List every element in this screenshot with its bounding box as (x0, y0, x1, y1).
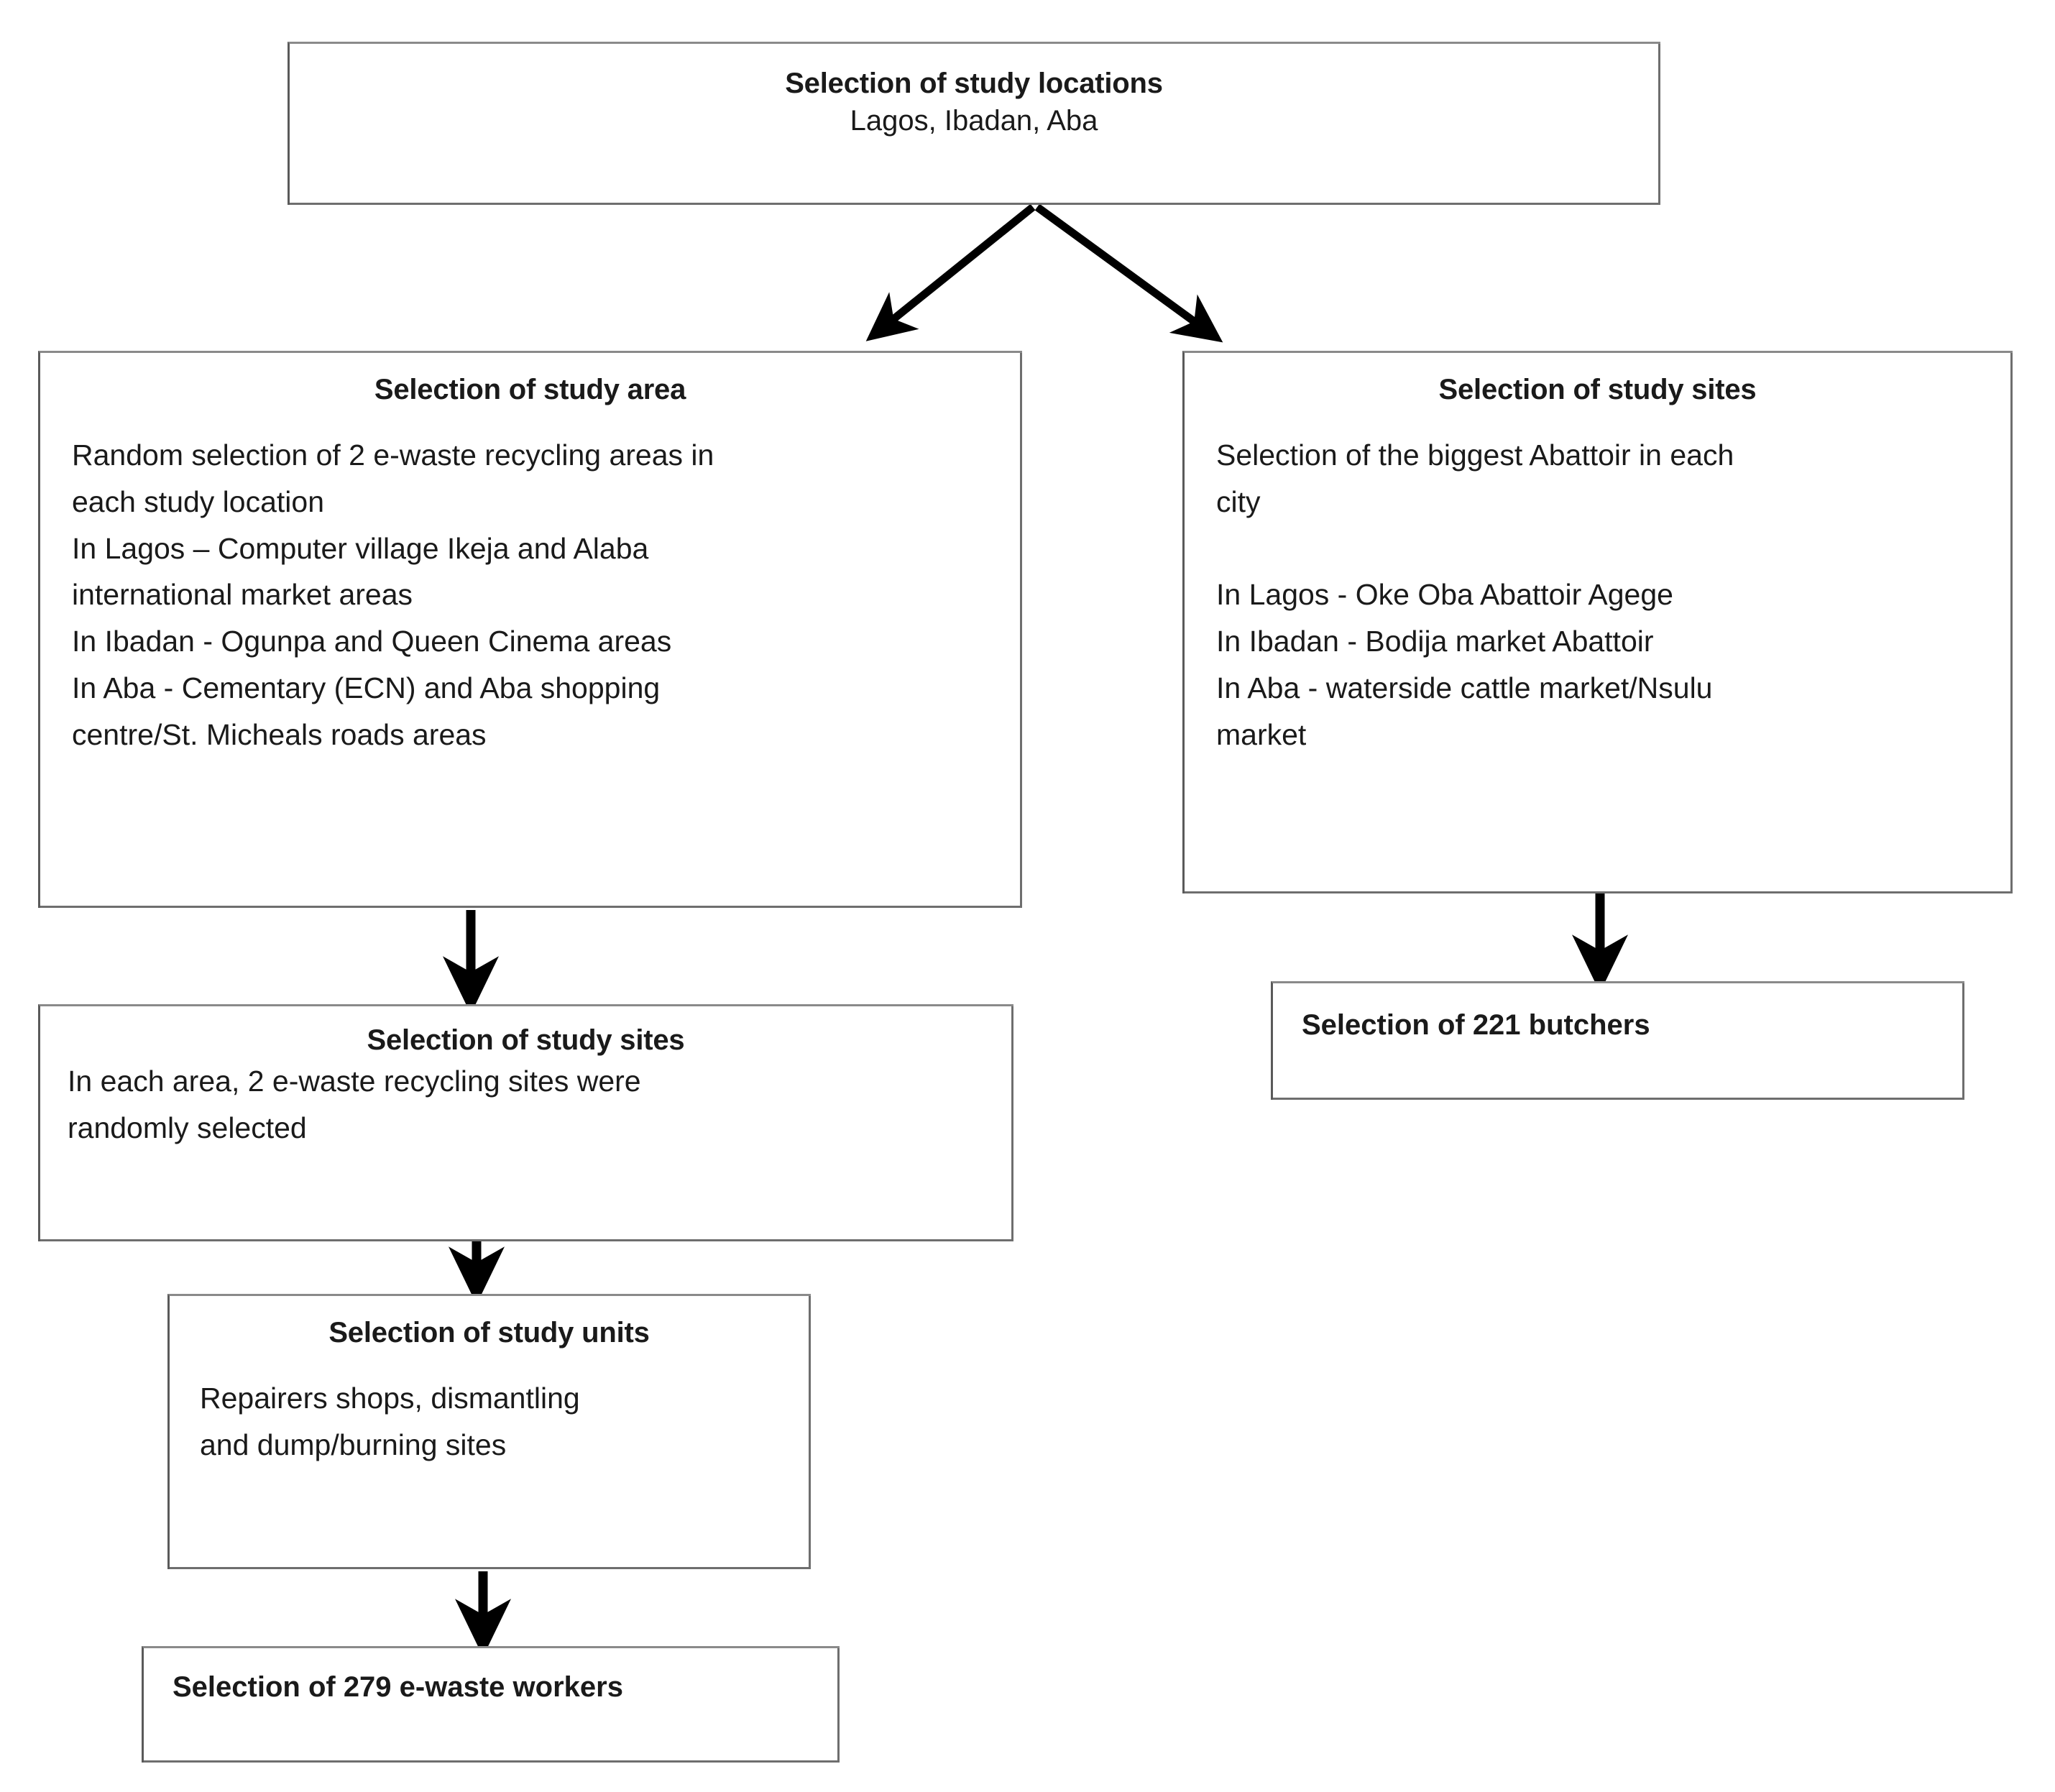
node-study-sites-right-line-2 (1216, 525, 1979, 572)
node-study-sites-right-line-5: In Aba - waterside cattle market/Nsulu (1216, 671, 1713, 704)
node-study-sites-right[interactable]: Selection of study sites Selection of th… (1182, 351, 2013, 893)
node-study-locations-title: Selection of study locations (785, 68, 1163, 99)
node-study-sites-right-line-1: city (1216, 484, 1261, 518)
node-study-area-title: Selection of study area (374, 374, 686, 405)
node-study-sites-right-line-0: Selection of the biggest Abattoir in eac… (1216, 438, 1734, 472)
node-study-units[interactable]: Selection of study units Repairers shops… (167, 1294, 811, 1569)
node-study-sites-right-body: Selection of the biggest Abattoir in eac… (1216, 408, 1979, 758)
node-study-area-line-6: centre/St. Micheals roads areas (72, 717, 487, 751)
node-study-units-title: Selection of study units (328, 1317, 650, 1348)
node-study-sites-left[interactable]: Selection of study sites In each area, 2… (38, 1004, 1013, 1241)
node-study-sites-right-title: Selection of study sites (1438, 374, 1757, 405)
node-study-sites-right-line-6: market (1216, 717, 1307, 751)
node-study-area-line-0: Random selection of 2 e-waste recycling … (72, 438, 714, 472)
node-study-sites-left-line-0: In each area, 2 e-waste recycling sites … (68, 1065, 641, 1098)
node-butchers-label: Selection of 221 butchers (1302, 1009, 1650, 1041)
node-study-area[interactable]: Selection of study area Random selection… (38, 351, 1022, 908)
node-study-locations-subtitle: Lagos, Ibadan, Aba (850, 105, 1098, 137)
node-study-area-line-2: In Lagos – Computer village Ikeja and Al… (72, 531, 649, 565)
node-study-area-body: Random selection of 2 e-waste recycling … (72, 408, 988, 758)
node-study-sites-left-title: Selection of study sites (367, 1024, 685, 1056)
node-study-units-body: Repairers shops, dismantling and dump/bu… (200, 1351, 778, 1469)
node-workers-label: Selection of 279 e-waste workers (173, 1671, 623, 1703)
node-workers[interactable]: Selection of 279 e-waste workers (142, 1646, 840, 1763)
node-study-sites-right-line-4: In Ibadan - Bodija market Abattoir (1216, 625, 1654, 658)
node-study-sites-left-body: In each area, 2 e-waste recycling sites … (68, 1058, 984, 1152)
arrow-locations-to-study-area (865, 203, 1036, 341)
node-study-units-line-1: and dump/burning sites (200, 1428, 507, 1461)
node-study-area-line-4: In Ibadan - Ogunpa and Queen Cinema area… (72, 625, 672, 658)
arrow-locations-to-study-sites-right (1034, 203, 1223, 343)
node-study-area-line-1: each study location (72, 484, 325, 518)
node-study-sites-left-line-1: randomly selected (68, 1111, 307, 1144)
node-study-area-line-5: In Aba - Cementary (ECN) and Aba shoppin… (72, 671, 661, 704)
node-study-locations[interactable]: Selection of study locations Lagos, Ibad… (288, 42, 1660, 205)
node-butchers[interactable]: Selection of 221 butchers (1271, 981, 1964, 1100)
node-study-units-line-0: Repairers shops, dismantling (200, 1382, 580, 1415)
node-study-area-line-3: international market areas (72, 578, 413, 612)
node-study-sites-right-line-3: In Lagos - Oke Oba Abattoir Agege (1216, 578, 1673, 612)
